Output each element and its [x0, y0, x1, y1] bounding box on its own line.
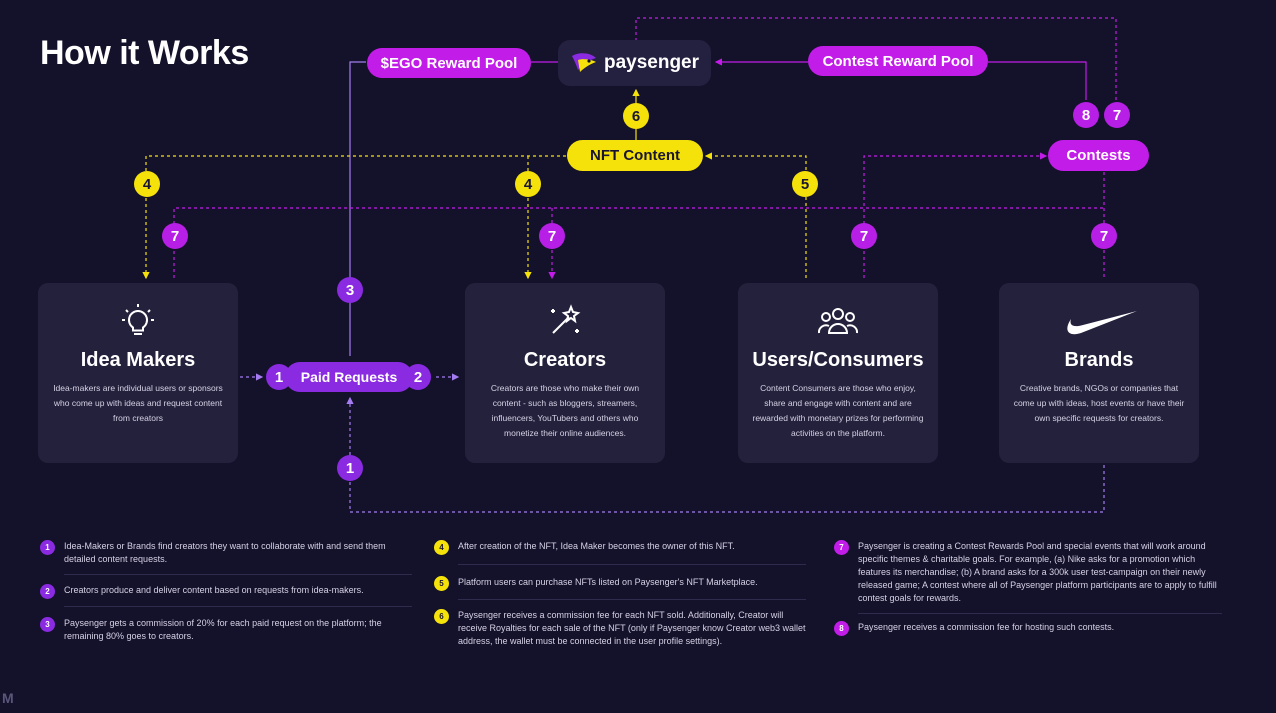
- badge-1-paid: 1: [266, 364, 292, 390]
- card-creators: Creators Creators are those who make the…: [465, 283, 665, 463]
- page-title: How it Works: [40, 34, 249, 72]
- card-description: Creative brands, NGOs or companies that …: [1013, 383, 1185, 423]
- badge-7-users: 7: [851, 223, 877, 249]
- badge-7-creators: 7: [539, 223, 565, 249]
- corner-mark: M: [2, 690, 14, 706]
- badge-4-idea: 4: [134, 171, 160, 197]
- badge-8: 8: [1073, 102, 1099, 128]
- card-title: Idea Makers: [80, 349, 196, 371]
- badge-1-bottom: 1: [337, 455, 363, 481]
- badge-5: 5: [792, 171, 818, 197]
- paysenger-logo-icon: [571, 53, 596, 72]
- magic-wand-icon: [465, 301, 665, 341]
- card-users-consumers: Users/Consumers Content Consumers are th…: [738, 283, 938, 463]
- users-to-contests-line: [863, 152, 1048, 278]
- contest-to-top-line: [635, 17, 1117, 100]
- badge-4-creators: 4: [515, 171, 541, 197]
- ego-reward-pool: $EGO Reward Pool: [367, 48, 531, 78]
- badge-7-idea: 7: [162, 223, 188, 249]
- nft-to-idea-line: [142, 155, 566, 280]
- card-description: Creators are those who make their own co…: [490, 383, 640, 438]
- card-title: Creators: [523, 349, 607, 371]
- badge-7-brands: 7: [1091, 223, 1117, 249]
- card-title: Brands: [1064, 349, 1134, 371]
- seven-horizontal-line: [173, 207, 1104, 278]
- paysenger-logo: paysenger: [558, 40, 711, 86]
- lightbulb-icon: [38, 301, 238, 341]
- users-to-nft-line: [704, 152, 807, 278]
- badge-7-contests: 7: [1104, 102, 1130, 128]
- card-title: Users/Consumers: [752, 349, 924, 371]
- badge-3: 3: [337, 277, 363, 303]
- contest-reward-pool: Contest Reward Pool: [808, 46, 988, 76]
- ego-to-paid-line: [349, 61, 366, 356]
- swoosh-logo-icon: [999, 301, 1199, 341]
- brands-to-paid-line: [346, 396, 1105, 513]
- badge-2-paid: 2: [405, 364, 431, 390]
- users-group-icon: [738, 301, 938, 341]
- badge-6: 6: [623, 103, 649, 129]
- card-description: Idea-makers are individual users or spon…: [53, 383, 223, 423]
- paid-requests: Paid Requests: [285, 362, 413, 392]
- contests: Contests: [1048, 140, 1149, 171]
- card-idea-makers: Idea Makers Idea-makers are individual u…: [38, 283, 238, 463]
- card-brands: Brands Creative brands, NGOs or companie…: [999, 283, 1199, 463]
- contests-to-pool-line: [988, 61, 1087, 100]
- nft-content: NFT Content: [567, 140, 703, 171]
- logo-text: paysenger: [603, 52, 700, 73]
- card-description: Content Consumers are those who enjoy, s…: [752, 383, 924, 438]
